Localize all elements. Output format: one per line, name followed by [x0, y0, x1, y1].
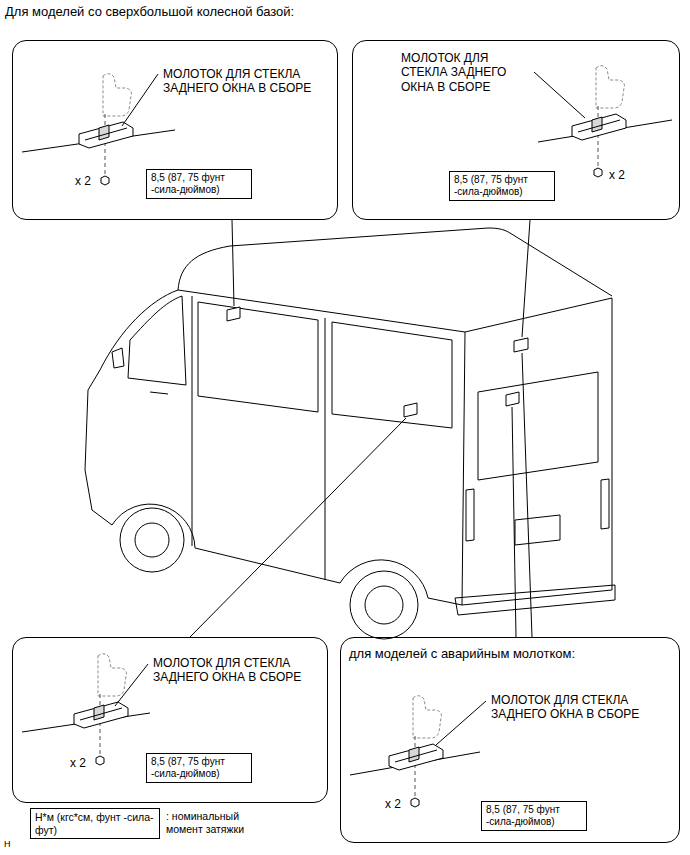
quantity-label: x 2 — [70, 756, 86, 770]
line-art — [514, 338, 528, 352]
line-art — [478, 372, 598, 480]
line-art — [340, 560, 428, 598]
line-art — [112, 348, 124, 368]
line-art — [601, 479, 609, 529]
panel-art — [22, 66, 672, 807]
panel-heading: для моделей с аварийным молотком: — [349, 646, 674, 662]
line-art — [195, 548, 340, 583]
torque-box: 8,5 (87, 75 фунт -сила-дюймов) — [449, 171, 555, 201]
line-art — [365, 586, 403, 624]
part-name: МОЛОТОК ДЛЯ СТЕКЛА ЗАДНЕГО ОКНА В СБОРЕ — [153, 656, 328, 685]
line-art — [455, 585, 615, 615]
part-name: МОЛОТОК ДЛЯ СТЕКЛА ЗАДНЕГО ОКНА В СБОРЕ — [401, 51, 536, 94]
torque-box: 8,5 (87, 75 фунт -сила-дюймов) — [146, 169, 252, 199]
line-art — [612, 298, 613, 590]
line-art — [122, 74, 158, 126]
title: Для моделей со сверхбольшой колесной баз… — [5, 4, 294, 20]
line-art — [79, 74, 133, 185]
leader-line — [190, 220, 532, 637]
figure-code: H — [4, 839, 11, 850]
torque-box: 8,5 (87, 75 фунт -сила-дюймов) — [146, 753, 252, 783]
line-art — [190, 418, 406, 637]
line-art — [135, 523, 169, 557]
line-art — [325, 318, 326, 580]
line-art — [115, 664, 148, 706]
unit-text: Н*м (кгс*см, фунт -сила-фут) — [35, 811, 155, 836]
unit-caption: : номинальный момент затяжки — [166, 810, 266, 835]
line-art — [332, 322, 452, 428]
line-art — [466, 489, 474, 541]
line-art — [120, 508, 184, 572]
van-body — [85, 228, 615, 639]
unit-box: Н*м (кгс*см, фунт -сила-фут) — [30, 808, 160, 839]
callout-panel: МОЛОТОК ДЛЯ СТЕКЛА ЗАДНЕГО ОКНА В СБОРЕ x… — [352, 40, 680, 220]
line-art — [522, 353, 532, 637]
line-art — [192, 296, 193, 546]
line-art — [178, 228, 612, 296]
part-name: МОЛОТОК ДЛЯ СТЕКЛА ЗАДНЕГО ОКНА В СБОРЕ — [491, 693, 666, 722]
line-art — [515, 515, 560, 545]
line-art — [428, 598, 462, 605]
line-art — [465, 298, 612, 332]
line-art — [85, 370, 112, 525]
line-art — [506, 392, 519, 406]
torque-box: 8,5 (87, 75 фунт -сила-дюймов) — [481, 801, 587, 831]
quantity-label: x 2 — [385, 797, 401, 811]
line-art — [522, 220, 530, 337]
line-art — [436, 701, 486, 745]
quantity-label: x 2 — [75, 174, 91, 188]
torque-value: 8,5 (87, 75 фунт -сила-дюймов) — [151, 756, 247, 780]
callout-panel: для моделей с аварийным молотком: МОЛОТОК… — [340, 637, 680, 843]
part-name: МОЛОТОК ДЛЯ СТЕКЛА ЗАДНЕГО ОКНА В СБОРЕ — [163, 67, 338, 96]
callout-panel: МОЛОТОК ДЛЯ СТЕКЛА ЗАДНЕГО ОКНА В СБОРЕ x… — [12, 637, 328, 803]
line-art — [534, 72, 585, 118]
line-art — [404, 403, 417, 417]
van-hammer-marks — [227, 307, 528, 417]
line-art — [178, 290, 465, 332]
line-art — [462, 332, 465, 605]
line-art — [227, 307, 240, 321]
line-art — [74, 654, 128, 765]
line-art — [512, 407, 516, 637]
quantity-label: x 2 — [609, 168, 625, 182]
callout-panel: МОЛОТОК ДЛЯ СТЕКЛА ЗАДНЕГО ОКНА В СБОРЕ x… — [12, 40, 338, 220]
line-art — [128, 296, 186, 385]
torque-value: 8,5 (87, 75 фунт -сила-дюймов) — [486, 804, 582, 828]
line-art — [389, 696, 443, 807]
line-art — [232, 220, 234, 306]
torque-value: 8,5 (87, 75 фунт -сила-дюймов) — [454, 174, 550, 198]
line-art — [112, 504, 195, 548]
line-art — [572, 66, 626, 177]
line-art — [150, 392, 168, 394]
line-art — [198, 302, 318, 412]
torque-value: 8,5 (87, 75 фунт -сила-дюймов) — [151, 172, 247, 196]
line-art — [350, 571, 418, 639]
